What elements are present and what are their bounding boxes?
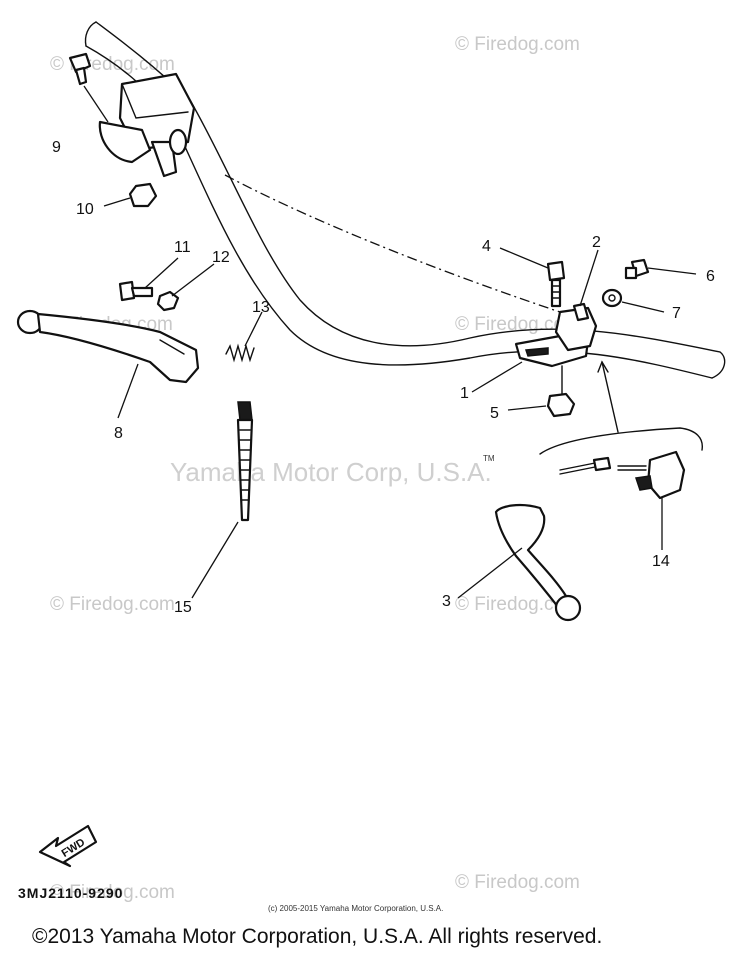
callout-2: 2	[592, 234, 601, 251]
nut-5	[507, 365, 576, 418]
bolt-11	[118, 257, 179, 302]
washer-7	[601, 288, 665, 313]
callout-11: 11	[174, 239, 191, 256]
small-copyright: (c) 2005-2015 Yamaha Motor Corporation, …	[268, 904, 443, 913]
callout-13: 13	[252, 299, 270, 316]
footer-copyright: ©2013 Yamaha Motor Corporation, U.S.A. A…	[32, 925, 602, 948]
fwd-arrow-icon: FWD	[38, 824, 98, 868]
watermark-brand: Yamaha Motor Corp, U.S.A.	[170, 457, 492, 487]
nut-10	[103, 182, 158, 208]
switch-14	[559, 450, 686, 550]
diagram-code: 3MJ2110-9290	[18, 885, 123, 901]
callout-14: 14	[652, 553, 670, 570]
callout-4: 4	[482, 238, 491, 255]
handlebar	[84, 21, 726, 379]
callout-10: 10	[76, 201, 94, 218]
callout-12: 12	[212, 249, 230, 266]
callout-6: 6	[706, 268, 715, 285]
watermark-site: © Firedog.com	[50, 882, 175, 903]
watermark-site: © Firedog.com	[50, 594, 175, 615]
watermark-site: © Firedog.com	[455, 594, 580, 615]
brake-lever-8	[16, 309, 200, 419]
watermark-site: © Firedog.com	[455, 34, 580, 55]
bolt-9	[68, 52, 109, 123]
bolt-2	[572, 249, 599, 322]
callout-15: 15	[174, 599, 192, 616]
watermark-site: © Firedog.com	[455, 872, 580, 893]
watermark-site: © Firedog.com	[50, 54, 175, 75]
bolt-4	[499, 247, 566, 308]
switch-bracket	[539, 360, 703, 455]
callout-9: 9	[52, 139, 61, 156]
callout-7: 7	[672, 305, 681, 322]
watermarks: © Firedog.com © Firedog.com © Firedog.co…	[48, 34, 580, 903]
clutch-lever-3	[457, 503, 582, 622]
callout-5: 5	[490, 405, 499, 422]
callout-labels: 1 2 3 4 5 6 7 8 9 10 11 12 13 14 15	[52, 139, 715, 616]
screw-6	[624, 258, 697, 280]
spring-13	[225, 311, 263, 363]
brake-master-cylinder	[98, 72, 196, 178]
callout-1: 1	[460, 385, 469, 402]
nut-12	[156, 263, 215, 312]
watermark-tm: TM	[483, 454, 495, 463]
callout-3: 3	[442, 593, 451, 610]
cable-tie-15	[191, 401, 254, 599]
callout-8: 8	[114, 425, 123, 442]
